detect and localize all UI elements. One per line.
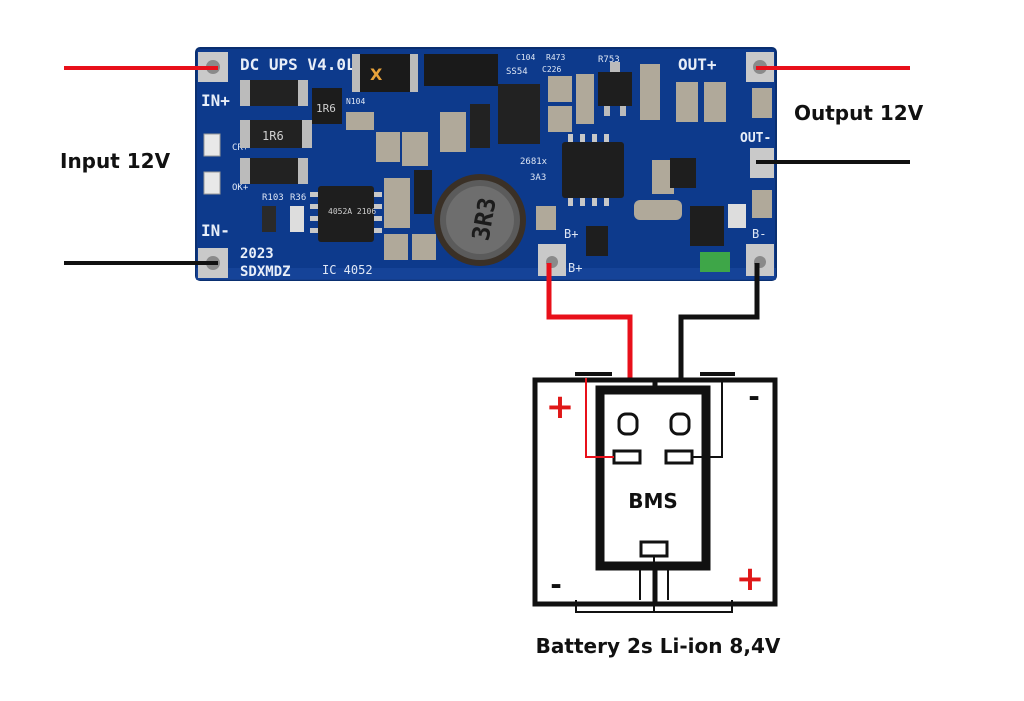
silk-c226: C226: [542, 65, 561, 74]
cap-r1: [548, 76, 572, 102]
silk-maker: SDXMDZ: [240, 264, 291, 280]
bms-board: [595, 385, 711, 571]
smd-r36: [290, 206, 304, 232]
smd-resistor-top: [240, 80, 308, 106]
plus-mark-left: +: [546, 387, 575, 427]
silk-c104: C104: [516, 53, 535, 62]
silk-ss54: SS54: [506, 67, 528, 77]
ups-board: DC UPS V4.0L IN+ IN- OUT+ OUT- 2023 SDXM…: [195, 47, 777, 281]
svg-text:4052A 2106: 4052A 2106: [328, 207, 376, 216]
silk-r103: R103: [262, 193, 284, 203]
cap-2: [376, 132, 400, 162]
board-title: DC UPS V4.0L: [240, 55, 356, 74]
cell-negative-lead: [692, 378, 723, 458]
silk-ok-plus: OK+: [232, 183, 249, 193]
cap-3: [402, 132, 428, 166]
diode-small: [470, 104, 490, 148]
cap-long: [634, 200, 682, 220]
led-ok: [203, 171, 221, 195]
plus-mark-right: +: [736, 559, 765, 599]
mid-lead-left: [575, 556, 655, 613]
output-label: Output 12V: [794, 101, 924, 125]
mosfet-top: [598, 62, 632, 116]
cap-r6: [752, 88, 772, 118]
svg-text:X: X: [370, 65, 383, 84]
inductor-3r3: 3R3: [434, 174, 526, 266]
silk-r753: R753: [598, 55, 620, 65]
silk-b-plus: B+: [564, 227, 578, 241]
input-label: Input 12V: [60, 149, 171, 173]
cap-r5: [704, 82, 726, 122]
smd-resistor-low: [240, 158, 308, 184]
cap-r3: [576, 74, 594, 124]
silk-out-minus: OUT-: [740, 131, 771, 146]
silk-r473: R473: [546, 53, 565, 62]
cap-r4: [676, 82, 698, 122]
resistor-1r6-a: 1R6: [312, 88, 342, 124]
cap-r2: [548, 106, 572, 132]
silk-b-minus: B-: [752, 227, 766, 241]
led-green: [700, 252, 730, 272]
cap-5: [384, 178, 410, 228]
cap-r9: [752, 190, 772, 218]
cell-positive-lead: [585, 378, 614, 458]
pad-b-plus: [538, 244, 566, 276]
silk-n104: N104: [346, 97, 365, 106]
resistor-1r6-b: 1R6: [240, 120, 312, 148]
silk-2681: 2681x: [520, 157, 548, 167]
ic-small-r: [690, 206, 724, 246]
silk-in-minus: IN-: [201, 221, 230, 240]
smd-7502-r: [728, 204, 746, 228]
cap-6: [384, 234, 408, 260]
cap-r7: [536, 206, 556, 230]
battery-positive-wire: [546, 263, 633, 418]
silk-b-plus-2: B+: [568, 261, 582, 275]
battery-pack: BMS + - - +: [532, 372, 778, 613]
smd-diode-top: [424, 54, 498, 86]
ic-soic-right: [562, 134, 624, 206]
diode-mid: [414, 170, 432, 214]
transistor-r: [670, 158, 696, 188]
ic-4052: 4052A 2106: [310, 186, 382, 242]
svg-text:1R6: 1R6: [262, 129, 284, 143]
silk-out-plus: OUT+: [678, 55, 717, 74]
bms-pad-b-plus: [617, 412, 639, 436]
diode-ss54: [498, 84, 540, 144]
bms-pad-cell-plus: [612, 449, 642, 465]
bms-pad-mid: [639, 540, 669, 558]
smd-r103: [262, 206, 276, 232]
cap-7: [412, 234, 436, 260]
silk-in-plus: IN+: [201, 91, 230, 110]
minus-mark-right: -: [748, 380, 760, 413]
cap-4: [440, 112, 466, 152]
battery-label: Battery 2s Li-ion 8,4V: [536, 634, 781, 658]
battery-negative-wire: [678, 263, 760, 418]
smd-diode-r: [586, 226, 608, 256]
svg-text:1R6: 1R6: [316, 102, 336, 115]
led-cr: [203, 133, 221, 157]
cap-c470: [640, 64, 660, 120]
silk-3a3: 3A3: [530, 173, 546, 183]
tantalum-cap-x: X: [352, 54, 418, 92]
cap-1: [346, 112, 374, 130]
silk-r36: R36: [290, 193, 306, 203]
minus-mark-left: -: [550, 568, 562, 601]
bms-label: BMS: [628, 489, 678, 513]
silk-ic-label: IC 4052: [322, 263, 373, 277]
pad-b-minus: [746, 244, 774, 276]
mid-lead-right: [654, 600, 733, 613]
cap-r8: [652, 160, 674, 194]
silk-year: 2023: [240, 246, 274, 262]
bms-pad-b-minus: [669, 412, 691, 436]
bms-pad-cell-minus: [664, 449, 694, 465]
